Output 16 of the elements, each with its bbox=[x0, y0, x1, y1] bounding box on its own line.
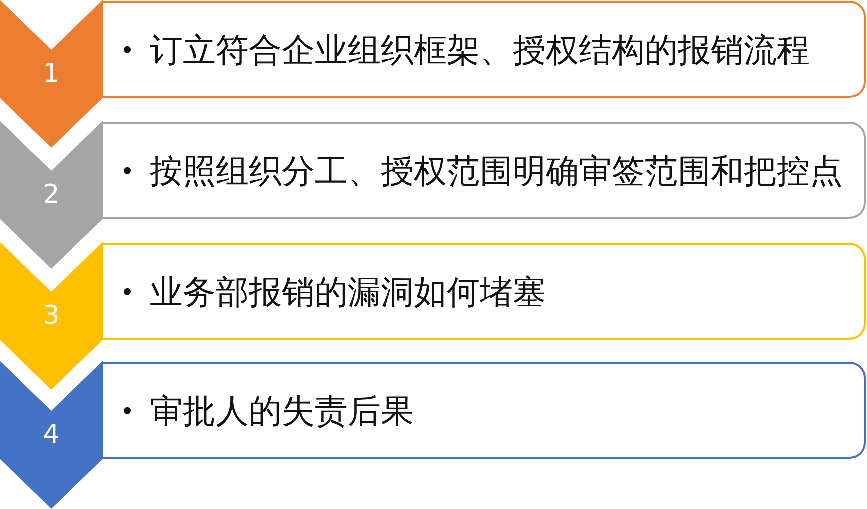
text-box bbox=[103, 1, 866, 98]
text-box bbox=[103, 122, 866, 219]
text-box bbox=[103, 362, 866, 459]
chevron-shape bbox=[0, 0, 103, 148]
step-number: 4 bbox=[43, 422, 60, 448]
step-number: 1 bbox=[43, 61, 60, 87]
list-item-text: 订立符合企业组织框架、授权结构的报销流程 bbox=[150, 28, 810, 70]
step-number: 2 bbox=[43, 182, 60, 208]
step-number: 3 bbox=[43, 303, 60, 329]
chevron-shape bbox=[0, 121, 103, 269]
list-item-text: 按照组织分工、授权范围明确审签范围和把控点 bbox=[150, 150, 843, 192]
chevron-shape bbox=[0, 361, 103, 509]
list-item-text: 业务部报销的漏洞如何堵塞 bbox=[150, 270, 546, 312]
chevron-shape bbox=[0, 242, 103, 390]
list-item-text: 审批人的失责后果 bbox=[150, 390, 414, 432]
text-box bbox=[103, 243, 866, 340]
